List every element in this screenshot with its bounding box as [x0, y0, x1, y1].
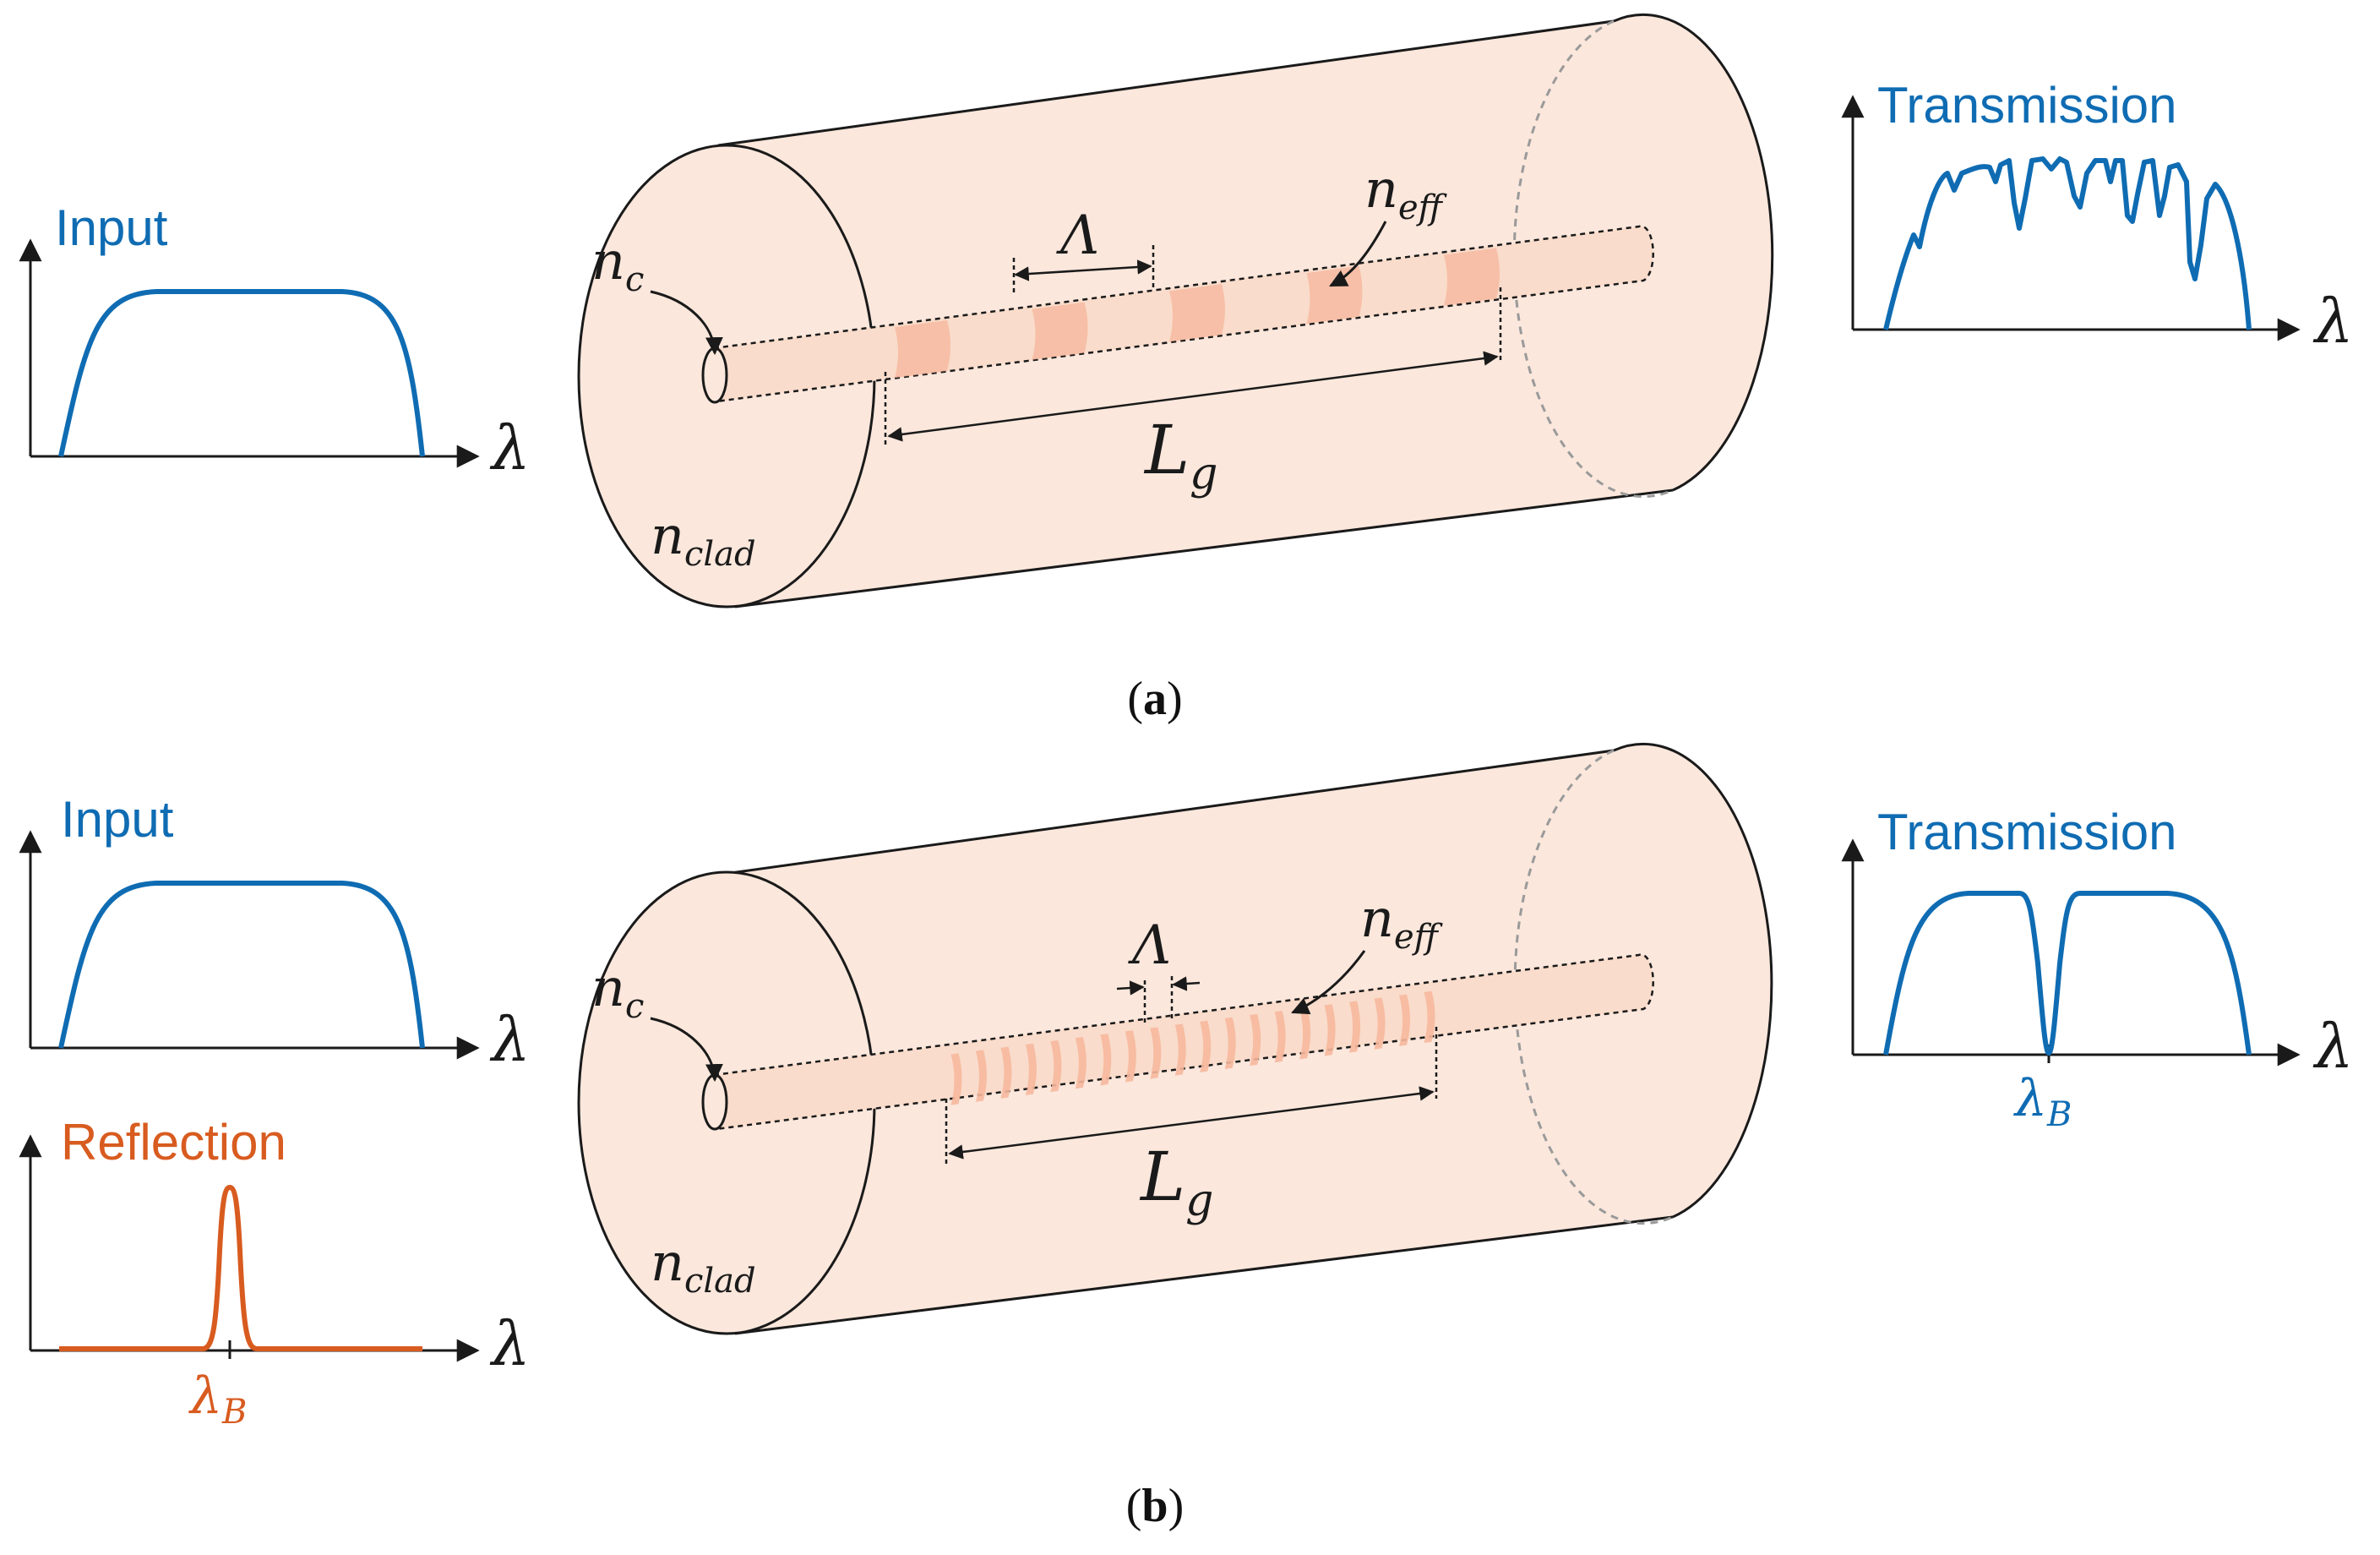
core-front-face — [701, 346, 728, 404]
grating-length-label: Lg — [1143, 411, 1217, 499]
fiber-b: nc nclad neff Λ Lg — [577, 742, 1773, 1335]
fiber-bottom-edge — [734, 1215, 1674, 1335]
grating-band — [1324, 1004, 1336, 1056]
fiber-a: nc nclad neff Λ Lg — [577, 13, 1774, 608]
transmission-title: Transmission — [1877, 77, 2177, 134]
clad-index-label: nclad — [651, 505, 756, 574]
lambda-axis-label: λ — [2312, 286, 2354, 357]
input-spectrum-curve — [58, 289, 425, 457]
period-arrow-right — [1172, 976, 1201, 991]
eff-index-label: neff — [1364, 158, 1448, 227]
eff-index-arrow — [1329, 221, 1387, 287]
transmission-spectrum-curve — [1883, 891, 2252, 1056]
grating-band — [1032, 302, 1088, 360]
core-index-arrow — [650, 1017, 723, 1083]
bragg-wavelength-label: λB — [188, 1367, 247, 1432]
core-index-arrow — [650, 290, 723, 356]
grating-band — [1306, 265, 1363, 324]
length-arrow — [948, 1086, 1435, 1159]
caption-b: (b) — [1126, 1480, 1184, 1532]
period-label: Λ — [1128, 914, 1171, 977]
grating-band — [1050, 1039, 1062, 1093]
grating-band — [1100, 1034, 1112, 1086]
grating-band — [1424, 990, 1435, 1043]
panel-b: Input λ Reflection λB λ nc nclad — [19, 742, 2354, 1532]
eff-index-arrow — [1291, 950, 1366, 1015]
transmission-plot-b: Transmission λB λ — [1841, 804, 2354, 1134]
period-arrow — [1014, 259, 1152, 281]
lambda-axis-label: λ — [489, 1308, 531, 1379]
bragg-wavelength-label: λB — [2013, 1069, 2072, 1134]
reflection-title: Reflection — [61, 1114, 286, 1170]
grating-band — [1349, 1001, 1361, 1053]
core-index-label: nc — [591, 957, 644, 1026]
fiber-far-end — [1613, 13, 1774, 492]
transmission-title: Transmission — [1877, 804, 2177, 860]
grating-band — [1250, 1013, 1261, 1067]
grating-band — [1274, 1011, 1286, 1063]
core-index-label: nc — [591, 230, 644, 299]
lambda-axis-label: λ — [489, 412, 531, 483]
grating-band — [1150, 1027, 1162, 1079]
input-title: Input — [55, 199, 168, 256]
lambda-axis-label: λ — [489, 1004, 531, 1075]
grating-band — [1075, 1037, 1087, 1089]
grating-band — [1374, 997, 1386, 1050]
grating-band — [1125, 1030, 1136, 1083]
period-arrow-left — [1116, 980, 1145, 996]
length-arrow — [887, 351, 1499, 442]
eff-index-label: neff — [1360, 887, 1444, 957]
fiber-far-end-hidden — [1512, 19, 1674, 499]
grating-band — [1200, 1020, 1212, 1072]
input-title: Input — [61, 791, 174, 848]
grating-band — [1224, 1017, 1236, 1069]
clad-index-label: nclad — [651, 1231, 756, 1301]
input-spectrum-curve — [58, 881, 425, 1049]
core-front-face — [701, 1073, 728, 1131]
reflection-spectrum-curve — [59, 1184, 422, 1351]
input-plot-a: Input λ — [19, 199, 531, 483]
transmission-plot-a: Transmission λ — [1841, 77, 2354, 357]
grating-band — [1444, 248, 1500, 306]
fiber-bottom-edge — [734, 488, 1674, 608]
grating-band — [1174, 1023, 1186, 1076]
fiber-top-edge — [717, 19, 1615, 147]
grating-band — [1399, 994, 1411, 1046]
input-plot-b: Input λ — [19, 791, 531, 1075]
fiber-top-edge — [717, 749, 1615, 876]
grating-length-label: Lg — [1139, 1138, 1213, 1226]
caption-a: (a) — [1127, 673, 1182, 725]
grating-band — [1299, 1007, 1311, 1060]
reflection-plot-b: Reflection λB λ — [19, 1114, 531, 1432]
grating-band — [1000, 1046, 1012, 1099]
grating-band — [1025, 1043, 1037, 1095]
grating-band — [895, 319, 950, 379]
period-label: Λ — [1056, 205, 1099, 267]
panel-a: Input λ nc nclad neff Λ — [19, 13, 2354, 725]
transmission-spectrum-curve — [1883, 156, 2252, 330]
fiber-far-end — [1613, 742, 1773, 1219]
grating-bands-b — [950, 990, 1435, 1105]
lambda-axis-label: λ — [2312, 1011, 2354, 1082]
grating-band — [1169, 284, 1225, 342]
